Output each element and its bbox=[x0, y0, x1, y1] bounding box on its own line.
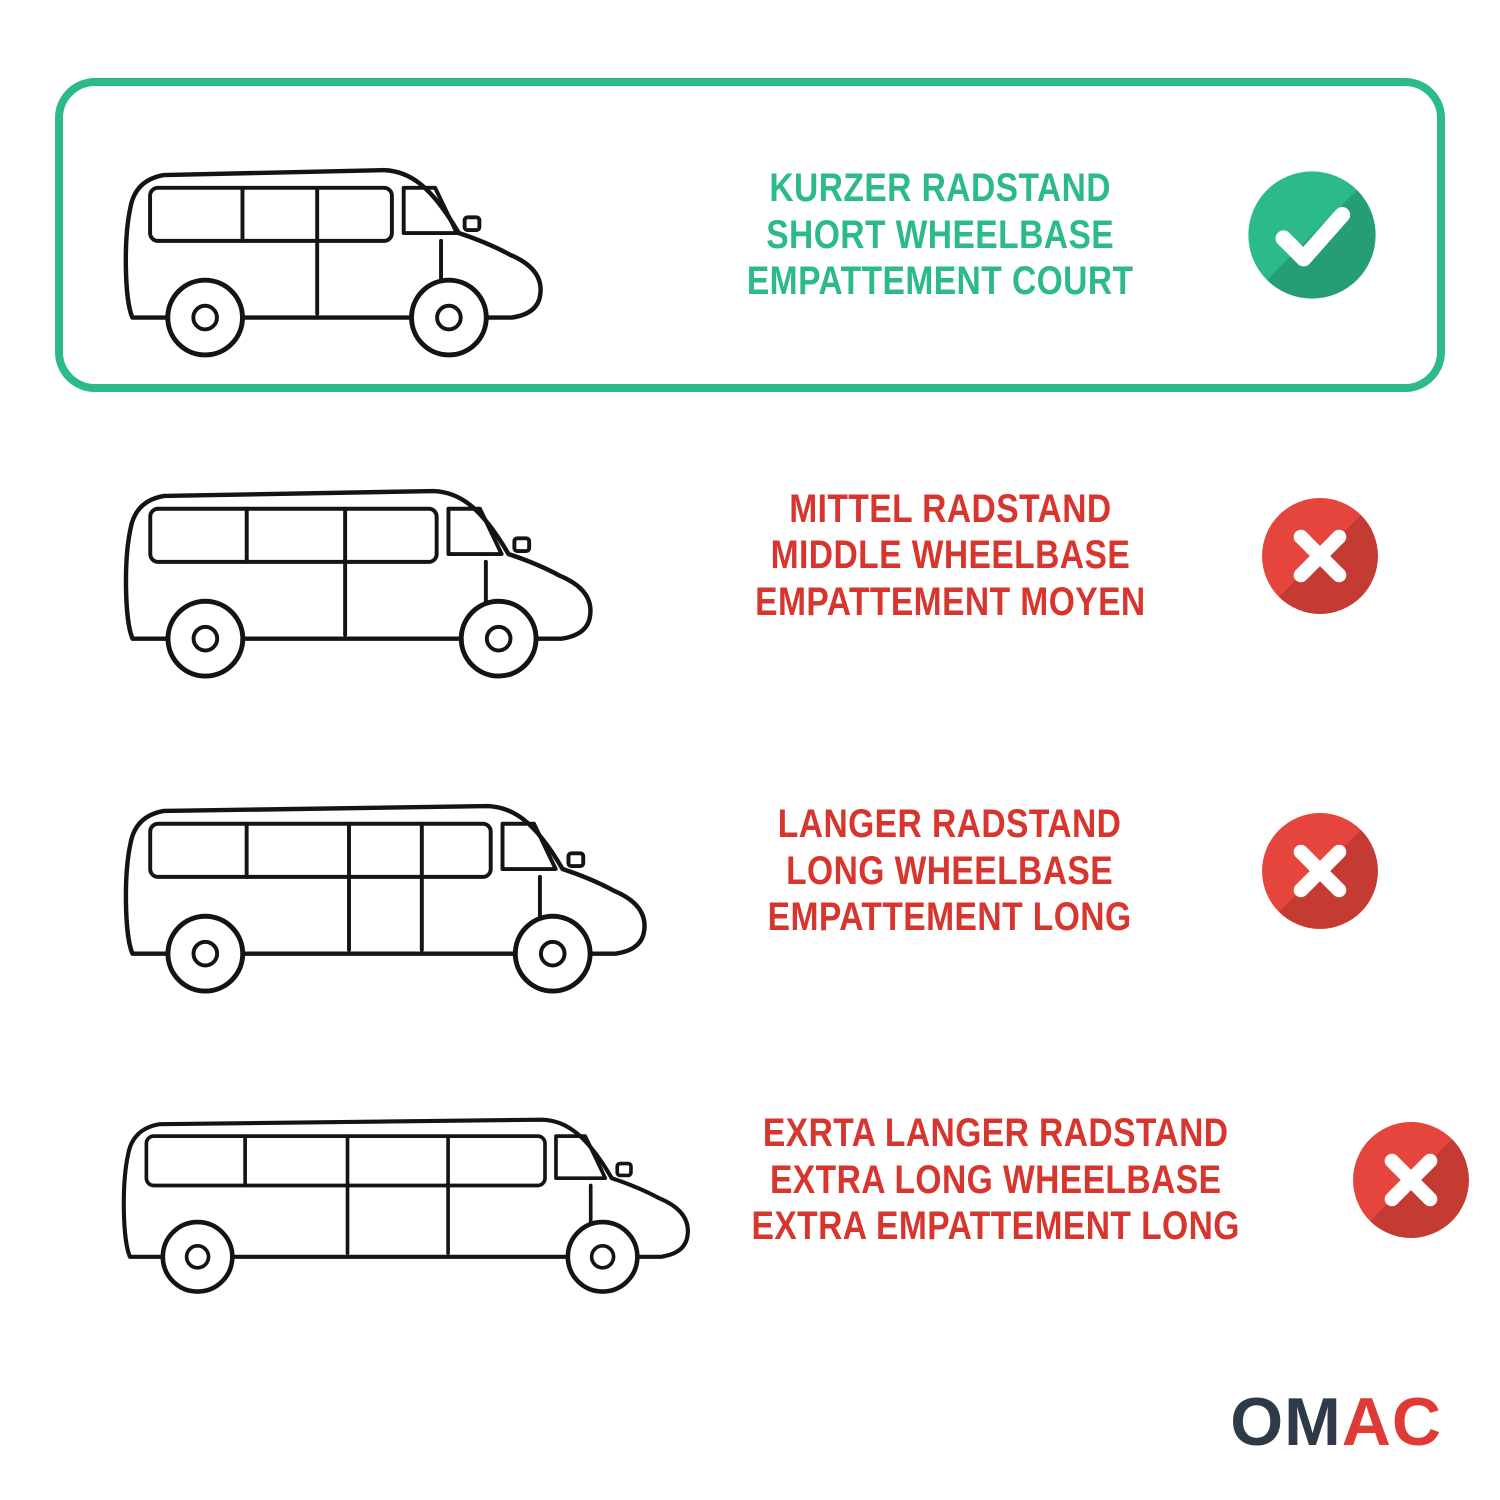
brand-logo-red-part: AC bbox=[1341, 1384, 1442, 1460]
label-line-fr: EMPATTEMENT COURT bbox=[746, 259, 1134, 304]
label-line-en: EXTRA LONG WHEELBASE bbox=[769, 1157, 1222, 1202]
label-line-en: SHORT WHEELBASE bbox=[766, 212, 1114, 257]
van-illustration-short bbox=[63, 111, 693, 359]
van-illustration-long bbox=[55, 747, 705, 995]
option-label-extra-long: EXRTA LANGER RADSTAND EXTRA LONG WHEELBA… bbox=[705, 1110, 1286, 1249]
van-long-drawing bbox=[123, 803, 647, 994]
option-row-short-wheelbase: KURZER RADSTAND SHORT WHEELBASE EMPATTEM… bbox=[55, 78, 1445, 392]
brand-logo-dark-part: OM bbox=[1230, 1384, 1342, 1460]
van-illustration-extra-long bbox=[55, 1056, 705, 1304]
option-row-middle-wheelbase: MITTEL RADSTAND MIDDLE WHEELBASE EMPATTE… bbox=[55, 428, 1445, 683]
option-label-middle: MITTEL RADSTAND MIDDLE WHEELBASE EMPATTE… bbox=[705, 486, 1195, 625]
option-row-long-wheelbase: LANGER RADSTAND LONG WHEELBASE EMPATTEME… bbox=[55, 740, 1445, 1002]
option-label-long: LANGER RADSTAND LONG WHEELBASE EMPATTEME… bbox=[705, 801, 1195, 940]
van-extra-long-drawing bbox=[121, 1117, 690, 1294]
van-short-drawing bbox=[123, 167, 543, 358]
label-line-de: EXRTA LANGER RADSTAND bbox=[762, 1111, 1229, 1156]
label-line-fr: EMPATTEMENT MOYEN bbox=[754, 579, 1146, 624]
label-line-fr: EMPATTEMENT LONG bbox=[768, 895, 1132, 940]
check-icon bbox=[1248, 171, 1376, 299]
brand-logo: OM AC bbox=[1230, 1388, 1442, 1456]
label-line-de: MITTEL RADSTAND bbox=[788, 486, 1112, 531]
x-icon bbox=[1262, 813, 1378, 929]
x-icon bbox=[1353, 1122, 1470, 1238]
label-line-en: MIDDLE WHEELBASE bbox=[770, 533, 1130, 578]
label-line-de: LANGER RADSTAND bbox=[778, 802, 1122, 847]
option-row-extra-long-wheelbase: EXRTA LANGER RADSTAND EXTRA LONG WHEELBA… bbox=[55, 1032, 1470, 1328]
option-label-short: KURZER RADSTAND SHORT WHEELBASE EMPATTEM… bbox=[693, 165, 1187, 304]
label-line-en: LONG WHEELBASE bbox=[786, 848, 1114, 893]
x-icon bbox=[1262, 497, 1378, 614]
van-illustration-middle bbox=[55, 432, 705, 680]
label-line-de: KURZER RADSTAND bbox=[769, 166, 1111, 211]
van-middle-drawing bbox=[123, 488, 593, 679]
label-line-fr: EXTRA EMPATTEMENT LONG bbox=[751, 1204, 1240, 1249]
